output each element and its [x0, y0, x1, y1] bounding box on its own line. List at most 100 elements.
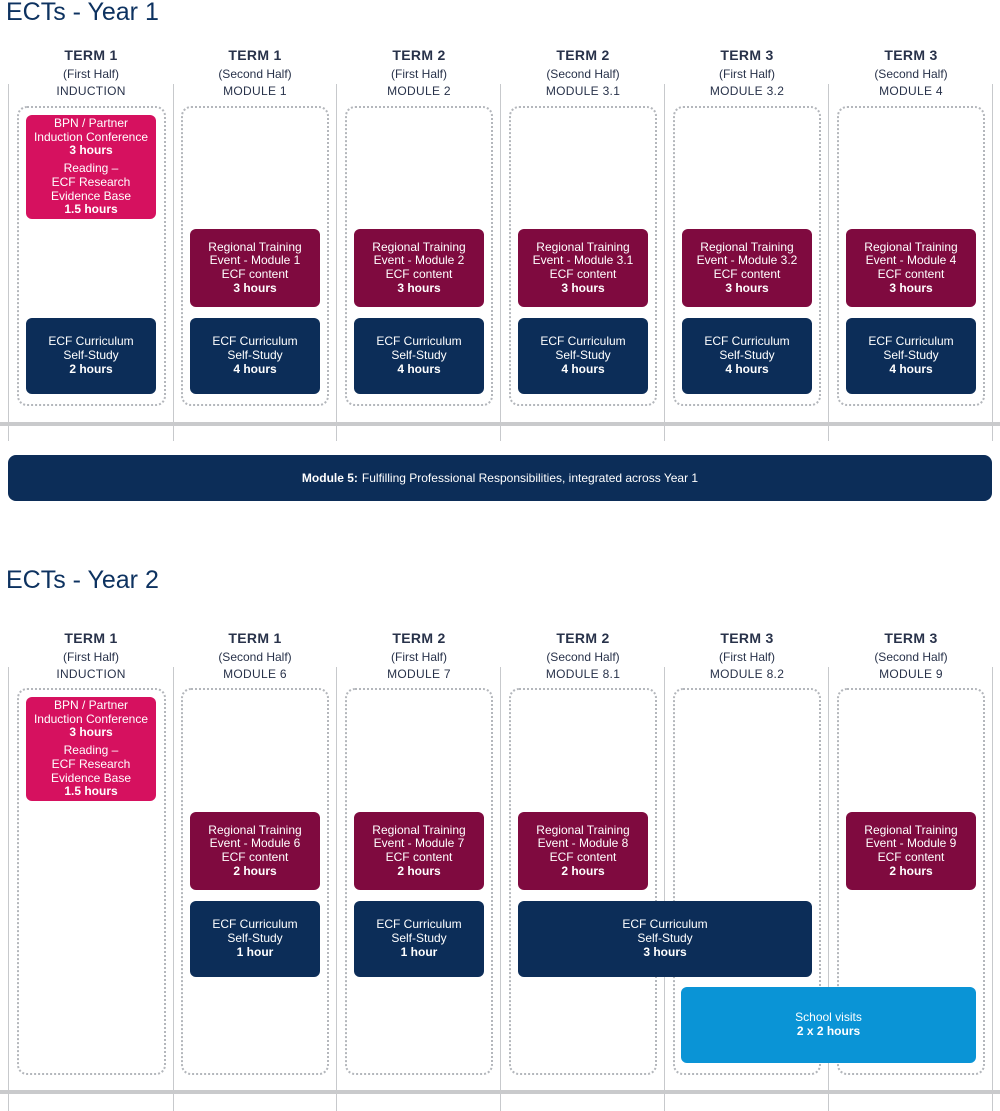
training-event-box: Regional Training Event - Module 3.1 ECF…: [518, 229, 648, 307]
study-line: ECF Curriculum: [622, 917, 708, 932]
half-label: (First Half): [719, 650, 775, 664]
column-divider: [664, 84, 665, 441]
induction-line: BPN / Partner: [53, 698, 129, 713]
half-label: (Second Half): [546, 650, 620, 664]
column-divider: [992, 84, 993, 441]
column-header: TERM 3 (First Half) MODULE 8.2: [665, 630, 829, 683]
module-label: MODULE 8.2: [709, 667, 785, 681]
module5-banner: Module 5: Fulfilling Professional Respon…: [8, 455, 992, 501]
reading-line: Reading –: [63, 161, 119, 176]
column-divider: [500, 667, 501, 1111]
half-label: (First Half): [719, 67, 775, 81]
term-label: TERM 1: [228, 630, 282, 646]
half-label: (First Half): [63, 650, 119, 664]
event-hours: 2 hours: [397, 863, 441, 878]
self-study-box: ECF Curriculum Self-Study 1 hour: [190, 901, 320, 977]
column-header: TERM 1 (First Half) INDUCTION: [9, 630, 173, 683]
induction-line: Induction Conference: [33, 711, 149, 726]
event-line: ECF content: [713, 267, 781, 281]
event-line: Event - Module 7: [373, 836, 465, 851]
reading-line: Evidence Base: [50, 188, 132, 203]
self-study-box: ECF Curriculum Self-Study 4 hours: [354, 318, 484, 394]
study-line: Self-Study: [391, 348, 447, 363]
module-container: [837, 688, 985, 1075]
study-line: Self-Study: [63, 348, 119, 363]
column-header: TERM 2 (Second Half) MODULE 3.1: [501, 47, 665, 100]
module-label: MODULE 8.1: [545, 667, 621, 681]
term-label: TERM 1: [64, 47, 118, 63]
study-hours: 4 hours: [889, 361, 933, 376]
self-study-box: ECF Curriculum Self-Study 4 hours: [846, 318, 976, 394]
module-container: [345, 106, 493, 406]
module-container: [673, 106, 821, 406]
module-label: INDUCTION: [56, 84, 126, 98]
event-line: Event - Module 6: [209, 836, 301, 851]
column-header: TERM 2 (Second Half) MODULE 8.1: [501, 630, 665, 683]
study-line: ECF Curriculum: [376, 917, 462, 932]
training-event-box: Regional Training Event - Module 2 ECF c…: [354, 229, 484, 307]
column-header: TERM 2 (First Half) MODULE 7: [337, 630, 501, 683]
reading-hours: 1.5 hours: [64, 784, 118, 799]
term-label: TERM 3: [720, 47, 774, 63]
study-line: Self-Study: [227, 348, 283, 363]
term-label: TERM 2: [392, 630, 446, 646]
column-divider: [336, 667, 337, 1111]
induction-line: BPN / Partner: [53, 116, 129, 131]
term-label: TERM 2: [392, 47, 446, 63]
training-event-box: Regional Training Event - Module 1 ECF c…: [190, 229, 320, 307]
column-divider: [664, 667, 665, 1111]
module-label: INDUCTION: [56, 667, 126, 681]
study-line: ECF Curriculum: [376, 334, 462, 349]
study-line: Self-Study: [555, 348, 611, 363]
column-header: TERM 3 (Second Half) MODULE 9: [829, 630, 993, 683]
training-event-box: Regional Training Event - Module 4 ECF c…: [846, 229, 976, 307]
column-divider: [173, 667, 174, 1111]
event-line: ECF content: [385, 850, 453, 864]
study-hours: 3 hours: [643, 944, 687, 959]
event-line: Event - Module 3.2: [696, 253, 798, 268]
event-hours: 3 hours: [233, 280, 277, 295]
column-header: TERM 1 (Second Half) MODULE 1: [173, 47, 337, 100]
self-study-box: ECF Curriculum Self-Study 3 hours: [518, 901, 812, 977]
term-label: TERM 2: [556, 47, 610, 63]
half-label: (First Half): [391, 67, 447, 81]
half-label: (Second Half): [218, 67, 292, 81]
year2-title: ECTs - Year 2: [6, 566, 159, 594]
term-label: TERM 3: [884, 47, 938, 63]
reading-hours: 1.5 hours: [64, 202, 118, 217]
study-line: Self-Study: [391, 931, 447, 946]
induction-hours: 3 hours: [69, 725, 113, 740]
column-header: TERM 1 (First Half) INDUCTION: [9, 47, 173, 100]
column-divider: [500, 84, 501, 441]
module-label: MODULE 2: [387, 84, 451, 98]
column-divider: [173, 84, 174, 441]
column-header: TERM 2 (First Half) MODULE 2: [337, 47, 501, 100]
event-line: ECF content: [877, 850, 945, 864]
module-container: [673, 688, 821, 1075]
reading-line: Evidence Base: [50, 770, 132, 785]
study-line: Self-Study: [883, 348, 939, 363]
column-divider: [336, 84, 337, 441]
training-event-box: Regional Training Event - Module 9 ECF c…: [846, 812, 976, 890]
event-line: Regional Training: [208, 239, 302, 254]
half-label: (Second Half): [874, 67, 948, 81]
year1-title: ECTs - Year 1: [6, 0, 159, 26]
event-line: ECF content: [385, 267, 453, 281]
self-study-box: ECF Curriculum Self-Study 2 hours: [26, 318, 156, 394]
event-line: Event - Module 3.1: [532, 253, 634, 268]
event-hours: 2 hours: [561, 863, 605, 878]
event-line: Event - Module 4: [865, 253, 957, 268]
study-line: ECF Curriculum: [540, 334, 626, 349]
reading-line: Reading –: [63, 743, 119, 758]
column-header: TERM 3 (Second Half) MODULE 4: [829, 47, 993, 100]
event-line: Regional Training: [864, 822, 958, 837]
half-label: (First Half): [391, 650, 447, 664]
module-label: MODULE 1: [223, 84, 287, 98]
study-line: ECF Curriculum: [212, 334, 298, 349]
term-label: TERM 1: [64, 630, 118, 646]
event-hours: 3 hours: [397, 280, 441, 295]
study-hours: 2 hours: [69, 361, 113, 376]
training-event-box: Regional Training Event - Module 6 ECF c…: [190, 812, 320, 890]
training-event-box: Regional Training Event - Module 8 ECF c…: [518, 812, 648, 890]
event-hours: 3 hours: [561, 280, 605, 295]
